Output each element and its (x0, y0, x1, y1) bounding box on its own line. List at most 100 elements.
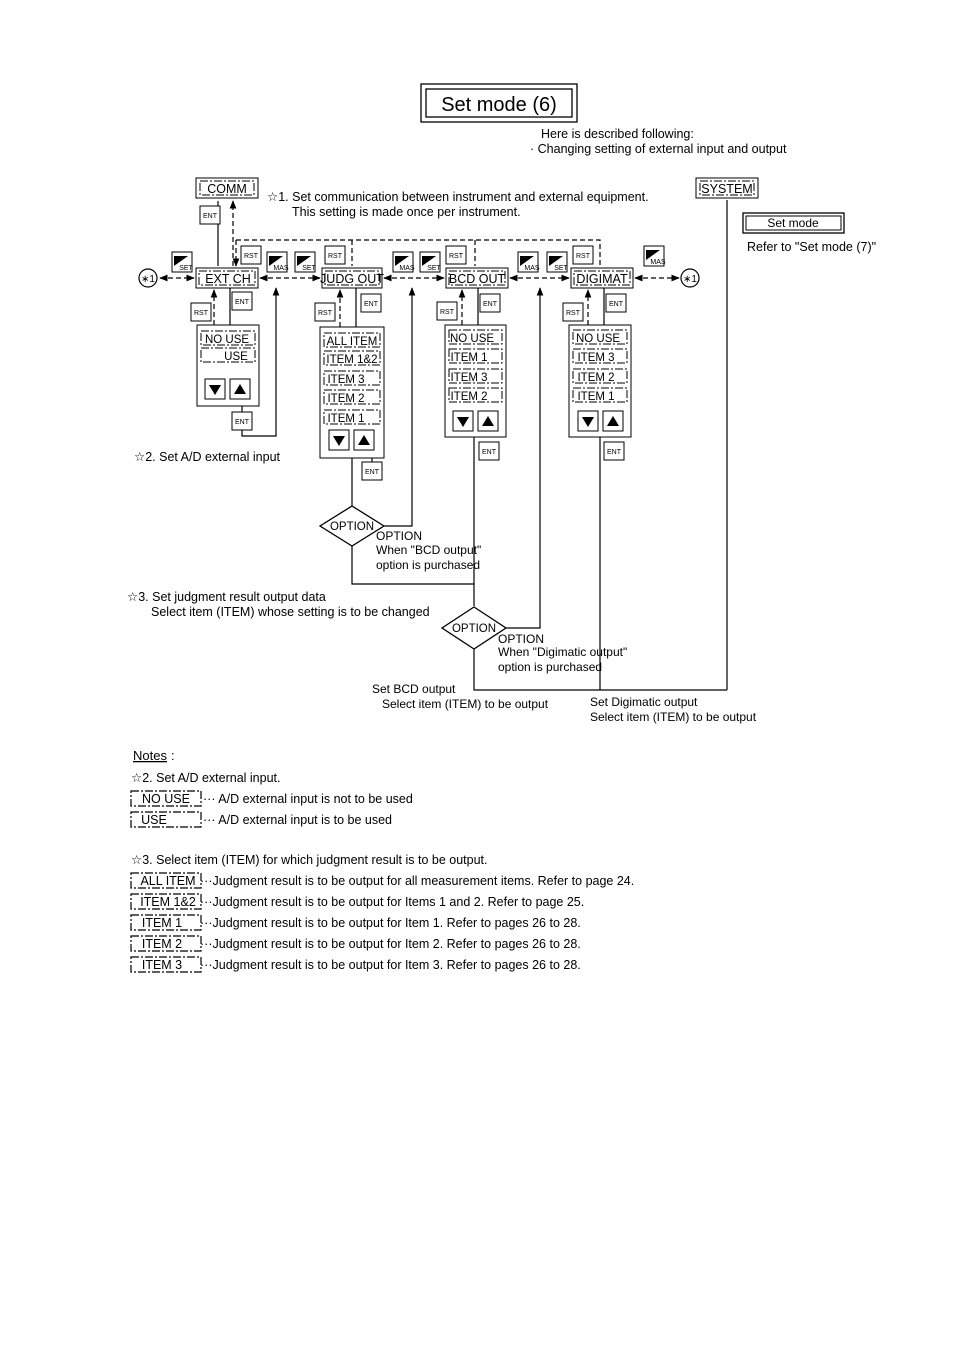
ent-key-bcd[interactable]: ENT (479, 293, 501, 313)
mode-system[interactable]: SYSTEM (695, 177, 759, 199)
judg-out-option-0[interactable]: ALL ITEM (323, 332, 381, 348)
rst-key-dig[interactable]: RST (562, 302, 584, 322)
judg-out-up-key[interactable] (353, 429, 375, 451)
digimat-option-3[interactable]: ITEM 1 (572, 387, 628, 403)
digimat-option-1[interactable]: ITEM 3 (572, 348, 628, 364)
digimat-option-2[interactable]: ITEM 2 (572, 368, 628, 384)
svg-text:ITEM 2: ITEM 2 (327, 393, 364, 405)
svg-text:RST: RST (449, 253, 464, 260)
mas-key-1[interactable]: MAS (266, 251, 289, 273)
bcd-out-option-3[interactable]: ITEM 2 (448, 387, 503, 403)
set-key-2[interactable]: SET (419, 251, 442, 273)
svg-text:∗1: ∗1 (683, 274, 697, 285)
svg-text:ENT: ENT (235, 299, 250, 306)
rst-key-2[interactable]: RST (324, 245, 346, 265)
ext-ch-down-key[interactable] (204, 378, 226, 400)
set-bcd-line-1: Set BCD output (372, 682, 456, 696)
ent-key-judg-bottom[interactable]: ENT (361, 461, 383, 481)
svg-text:ITEM 3: ITEM 3 (450, 372, 487, 384)
rst-key-judg[interactable]: RST (314, 302, 336, 322)
svg-text:NO USE: NO USE (450, 333, 494, 345)
svg-text:RST: RST (194, 310, 209, 317)
svg-text:ITEM 1&2: ITEM 1&2 (326, 354, 377, 366)
notes-heading: Notes (133, 748, 167, 763)
ent-key-dig-bottom[interactable]: ENT (603, 441, 625, 461)
set-key-1[interactable]: SET (294, 251, 317, 273)
bcd-out-option-2[interactable]: ITEM 3 (448, 368, 503, 384)
ext-ch-up-key[interactable] (229, 378, 251, 400)
bcd-out-option-0[interactable]: NO USE (448, 329, 503, 345)
notes-judg-item-1: ITEM 1&2 ···Judgment result is to be out… (130, 893, 584, 910)
svg-text:ITEM 1&2: ITEM 1&2 (140, 895, 196, 909)
judg-out-option-3[interactable]: ITEM 2 (323, 389, 381, 405)
dig-option-line-3: option is purchased (498, 660, 602, 674)
svg-text:RST: RST (244, 253, 259, 260)
notes-judg-item-3: ITEM 2 ···Judgment result is to be outpu… (130, 935, 581, 952)
svg-text:ITEM 3: ITEM 3 (327, 374, 364, 386)
notes-judg-item-0: ALL ITEM ···Judgment result is to be out… (130, 872, 634, 889)
ent-key-dig[interactable]: ENT (605, 293, 627, 313)
svg-text:ENT: ENT (483, 301, 498, 308)
ent-key-ext[interactable]: ENT (231, 291, 253, 311)
rst-key-4[interactable]: RST (572, 245, 594, 265)
mas-key-2[interactable]: MAS (392, 251, 415, 273)
ent-key-bcd-bottom[interactable]: ENT (478, 441, 500, 461)
ent-key-judg[interactable]: ENT (360, 293, 382, 313)
mode-ext-ch[interactable]: EXT CH (195, 267, 259, 289)
notes-heading-colon: : (171, 748, 175, 763)
ext-ch-option-1[interactable]: USE (200, 347, 256, 363)
set-key-3[interactable]: SET (546, 251, 569, 273)
refer-next-mode: Refer to "Set mode (7)" (747, 240, 876, 254)
bcd-out-option-1[interactable]: ITEM 1 (448, 348, 503, 364)
svg-text:RST: RST (566, 310, 581, 317)
svg-text:ENT: ENT (482, 449, 497, 456)
title-box: Set mode (6) (420, 83, 578, 123)
svg-text:ITEM 2: ITEM 2 (450, 391, 487, 403)
note-2: ☆2. Set A/D external input (134, 450, 281, 464)
svg-text:ALL ITEM: ALL ITEM (327, 336, 378, 348)
judg-out-option-1[interactable]: ITEM 1&2 (323, 350, 381, 366)
digimat-option-0[interactable]: NO USE (572, 329, 628, 345)
rst-key-1[interactable]: RST (240, 245, 262, 265)
bcd-option-line-1: OPTION (376, 529, 422, 543)
svg-text:ALL ITEM: ALL ITEM (140, 874, 195, 888)
svg-text:SET: SET (179, 265, 193, 272)
svg-text:ITEM 1: ITEM 1 (142, 916, 182, 930)
svg-text:ENT: ENT (609, 301, 624, 308)
note-3-line-1: ☆3. Set judgment result output data (127, 590, 326, 604)
set-key-left[interactable]: SET (171, 251, 194, 273)
bcd-out-up-key[interactable] (477, 410, 499, 432)
mode-judg-out[interactable]: JUDG OUT (320, 267, 384, 289)
rst-key-ext[interactable]: RST (190, 302, 212, 322)
bcd-out-down-key[interactable] (452, 410, 474, 432)
notes-ad-title: ☆2. Set A/D external input. (131, 771, 280, 785)
mas-key-right[interactable]: MAS (643, 245, 666, 267)
set-mode-box[interactable]: Set mode (742, 212, 845, 234)
mas-key-3[interactable]: MAS (517, 251, 540, 273)
rst-key-bcd[interactable]: RST (436, 301, 458, 321)
mode-digimat[interactable]: DIGIMAT (570, 267, 634, 289)
digimat-up-key[interactable] (602, 410, 624, 432)
set-dig-line-1: Set Digimatic output (590, 695, 698, 709)
svg-text:ITEM 1: ITEM 1 (327, 413, 364, 425)
judg-out-option-4[interactable]: ITEM 1 (323, 409, 381, 425)
set-bcd-line-2: Select item (ITEM) to be output (382, 697, 549, 711)
ent-key-comm[interactable]: ENT (199, 205, 221, 225)
svg-text:ITEM 2: ITEM 2 (142, 937, 182, 951)
mode-bcd-out[interactable]: BCD OUT (445, 267, 509, 289)
loop-marker-right: ∗1 (680, 268, 700, 288)
dig-option-line-2: When "Digimatic output" (498, 645, 627, 659)
judg-out-down-key[interactable] (328, 429, 350, 451)
svg-text:RST: RST (318, 310, 333, 317)
rst-key-3[interactable]: RST (445, 245, 467, 265)
notes-judg-item-4: ITEM 3 ···Judgment result is to be outpu… (130, 956, 581, 973)
loop-marker-left: ∗1 (138, 268, 158, 288)
svg-text:∗1: ∗1 (141, 274, 155, 285)
ext-ch-option-0[interactable]: NO USE (200, 330, 256, 346)
digimat-down-key[interactable] (577, 410, 599, 432)
mode-comm[interactable]: COMM (195, 177, 259, 199)
svg-text:··· A/D external input is not: ··· A/D external input is not to be used (203, 792, 413, 806)
judg-out-option-2[interactable]: ITEM 3 (323, 370, 381, 386)
svg-text:SET: SET (427, 265, 441, 272)
ent-key-ext-bottom[interactable]: ENT (231, 411, 253, 431)
